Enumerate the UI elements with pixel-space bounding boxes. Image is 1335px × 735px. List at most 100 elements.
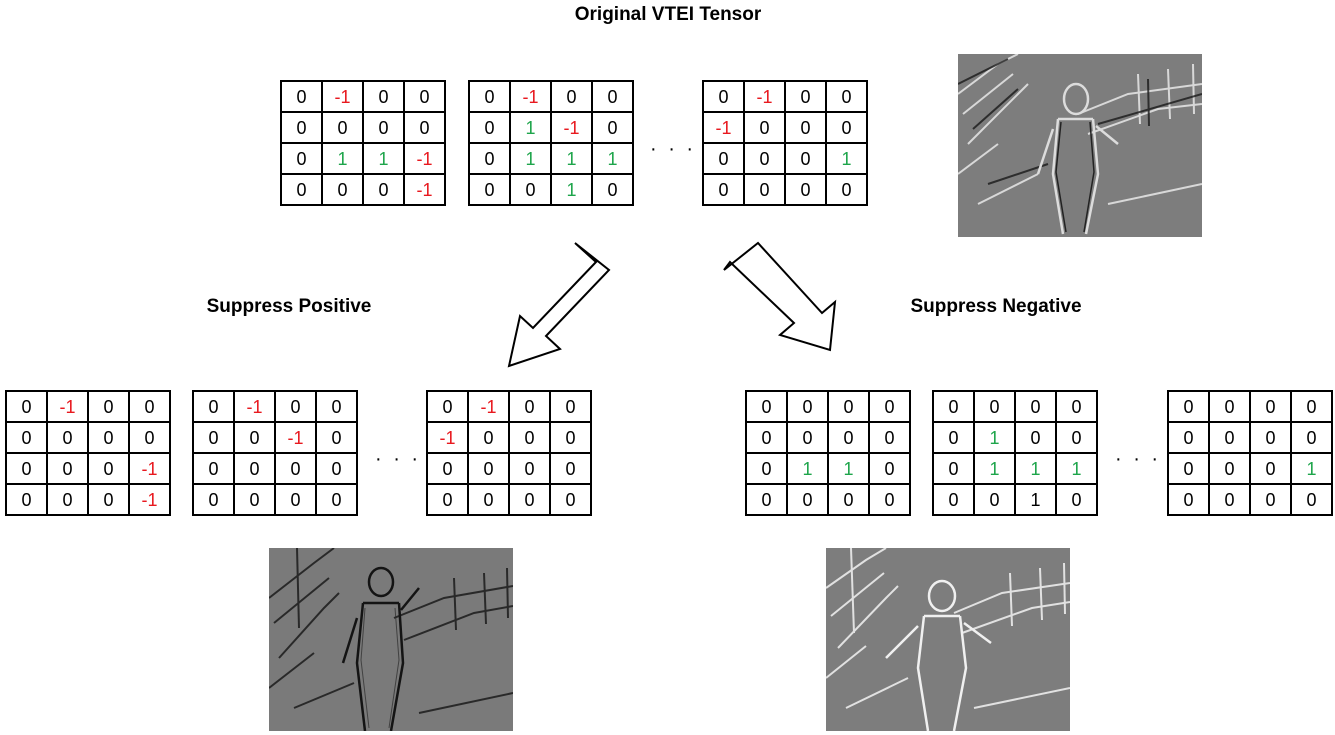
matrix-cell: 0	[549, 483, 592, 516]
matrix-cell: -1	[403, 173, 446, 206]
matrix-cell: 0	[784, 173, 827, 206]
matrix-cell: 0	[362, 173, 405, 206]
matrix-cell: 0	[868, 421, 911, 454]
matrix-cell: 0	[1167, 483, 1210, 516]
matrix-cell: 0	[932, 483, 975, 516]
matrix-cell: -1	[46, 390, 89, 423]
title-suppress-positive: Suppress Positive	[206, 296, 372, 317]
matrix-cell: 0	[743, 111, 786, 144]
person-silhouette-original	[1036, 82, 1119, 235]
matrix-cell: 0	[509, 173, 552, 206]
matrix-cell: 0	[786, 421, 829, 454]
matrix-cell: 0	[467, 452, 510, 485]
matrix-cell: 0	[46, 483, 89, 516]
matrix-cell: 0	[1208, 483, 1251, 516]
matrix-cell: 0	[362, 80, 405, 113]
matrix-cell: 0	[1167, 390, 1210, 423]
matrix-cell: 0	[508, 483, 551, 516]
matrix-cell: 1	[825, 142, 868, 175]
matrix-cell: 0	[233, 483, 276, 516]
matrix-cell: 0	[743, 142, 786, 175]
matrix-cell: 0	[280, 173, 323, 206]
matrix-cell: 0	[868, 452, 911, 485]
matrix-cell: 0	[233, 421, 276, 454]
ellipsis-suppress-negative: · · ·	[1115, 448, 1162, 470]
matrix-cell: 1	[786, 452, 829, 485]
matrix-cell: 0	[46, 421, 89, 454]
matrix-cell: 0	[1208, 421, 1251, 454]
matrix-cell: 0	[932, 452, 975, 485]
matrix-cell: 0	[825, 80, 868, 113]
matrix-cell: 0	[1249, 390, 1292, 423]
matrix-cell: 0	[702, 173, 745, 206]
matrix-cell: 0	[825, 173, 868, 206]
matrix-cell: 0	[5, 390, 48, 423]
matrix-cell: 0	[1290, 390, 1333, 423]
matrix-cell: 1	[1290, 452, 1333, 485]
title-original-vtei-tensor: Original VTEI Tensor	[574, 4, 762, 25]
matrix-cell: 0	[549, 452, 592, 485]
matrix-cell: 0	[868, 483, 911, 516]
matrix-cell: 0	[1290, 421, 1333, 454]
matrix-cell: 0	[508, 452, 551, 485]
matrix-cell: 0	[5, 452, 48, 485]
matrix-cell: 1	[827, 452, 870, 485]
title-suppress-negative: Suppress Negative	[910, 296, 1082, 317]
matrix-cell: -1	[274, 421, 317, 454]
matrix-cell: 0	[591, 173, 634, 206]
matrix-cell: 0	[315, 390, 358, 423]
matrix-cell: 0	[973, 483, 1016, 516]
matrix-cell: 0	[591, 111, 634, 144]
matrix-cell: 0	[87, 421, 130, 454]
matrix-cell: 0	[591, 80, 634, 113]
matrix-cell: 0	[1055, 483, 1098, 516]
matrix-cell: -1	[403, 142, 446, 175]
matrix-cell: 0	[315, 483, 358, 516]
matrix-cell: 0	[87, 483, 130, 516]
matrix-cell: 0	[426, 452, 469, 485]
matrix-cell: 0	[192, 421, 235, 454]
matrix-cell: 0	[745, 390, 788, 423]
matrix-cell: 1	[1055, 452, 1098, 485]
matrix-cell: 0	[973, 390, 1016, 423]
matrix-cell: 0	[827, 390, 870, 423]
matrix-cell: 0	[274, 452, 317, 485]
matrix-cell: 0	[932, 421, 975, 454]
matrix-cell: 0	[128, 421, 171, 454]
matrix-cell: 0	[468, 80, 511, 113]
matrix-cell: 0	[233, 452, 276, 485]
matrix-cell: 0	[745, 452, 788, 485]
matrix-cell: 0	[403, 80, 446, 113]
matrix-cell: 1	[509, 142, 552, 175]
matrix-cell: 0	[321, 173, 364, 206]
matrix-cell: 0	[128, 390, 171, 423]
matrix-cell: -1	[128, 483, 171, 516]
matrix-cell: 0	[46, 452, 89, 485]
matrix-cell: 0	[192, 483, 235, 516]
matrix-cell: 0	[362, 111, 405, 144]
matrix-cell: 1	[1014, 483, 1057, 516]
matrix-cell: 0	[467, 421, 510, 454]
matrix-cell: -1	[509, 80, 552, 113]
ellipsis-suppress-positive: · · ·	[375, 448, 422, 470]
matrix-cell: 0	[745, 483, 788, 516]
matrix-cell: -1	[550, 111, 593, 144]
matrix-cell: 0	[1014, 390, 1057, 423]
matrix-cell: 0	[274, 390, 317, 423]
